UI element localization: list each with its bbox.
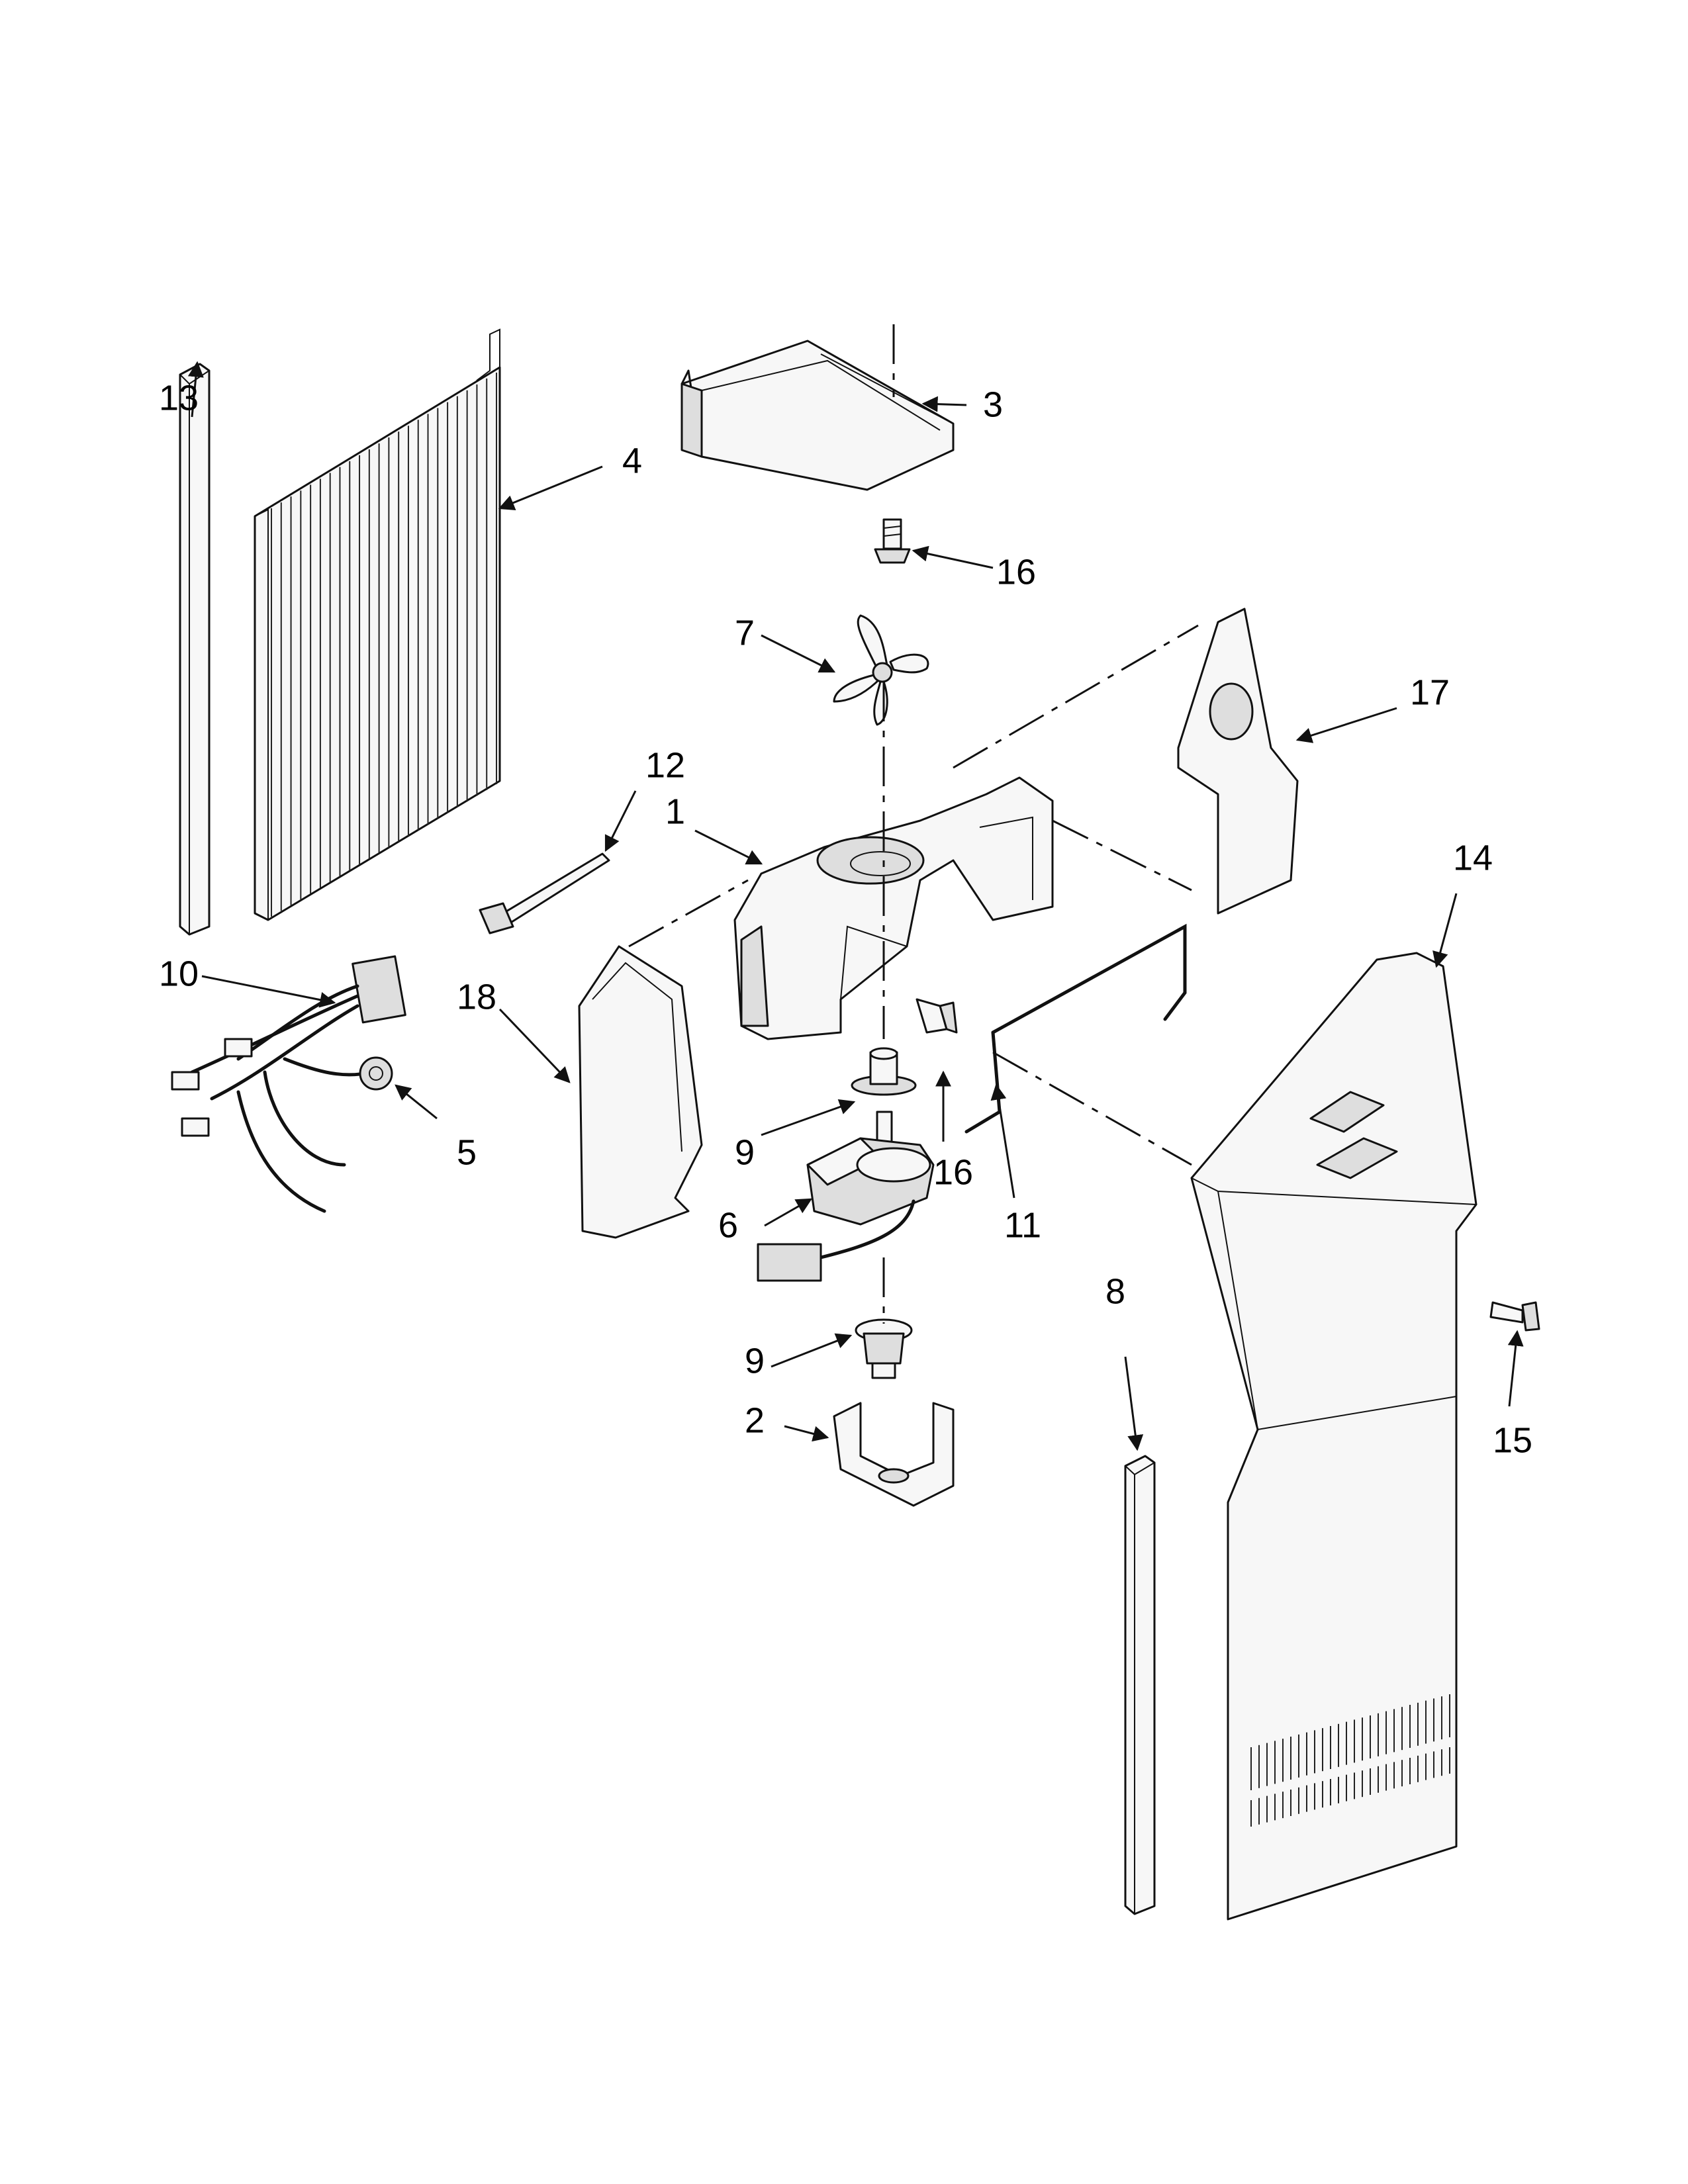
- leader-lines: [187, 361, 1524, 1451]
- callout-9-lower: 9: [745, 1341, 765, 1381]
- callout-12: 12: [645, 745, 685, 785]
- callout-5: 5: [457, 1132, 477, 1172]
- part-1-fan-housing: [733, 776, 1054, 1040]
- callout-17: 17: [1410, 672, 1450, 712]
- callout-2: 2: [745, 1400, 765, 1440]
- part-6-fan-motor: [757, 1111, 935, 1324]
- part-4-evaporator-cover: [254, 328, 501, 921]
- part-5-plug: [359, 1056, 393, 1091]
- callout-15: 15: [1493, 1420, 1532, 1460]
- callout-9-upper: 9: [735, 1132, 755, 1172]
- callout-11: 11: [1004, 1205, 1041, 1245]
- callout-16-upper: 16: [996, 552, 1036, 592]
- callout-8: 8: [1105, 1271, 1125, 1311]
- callout-7: 7: [735, 613, 755, 653]
- callout-18: 18: [457, 977, 496, 1017]
- assembly-lines: [628, 624, 1199, 1166]
- part-3-shroud-deflector: [680, 324, 955, 491]
- callout-13: 13: [159, 378, 199, 418]
- part-10-wire-harness: [171, 955, 406, 1213]
- callout-16-lower: 16: [933, 1152, 973, 1192]
- part-15-screw: [1489, 1301, 1540, 1332]
- callout-4: 4: [622, 441, 642, 480]
- part-16-screw-lower: [915, 998, 958, 1034]
- part-17-insulation-panel-right: [1177, 608, 1299, 915]
- part-7-fan-blade: [833, 614, 929, 726]
- part-16-screw-upper: [874, 518, 911, 564]
- callout-1: 1: [665, 792, 685, 831]
- callout-6: 6: [718, 1205, 738, 1245]
- part-2-motor-bracket: [833, 1402, 955, 1507]
- callout-14: 14: [1453, 838, 1493, 878]
- part-13-gasket-strip: [179, 363, 211, 936]
- part-9-grommet-upper: [851, 1047, 917, 1096]
- part-14-rear-cover: [1190, 952, 1477, 1921]
- part-9-grommet-lower: [855, 1318, 913, 1379]
- part-8-gasket-strip: [1124, 1455, 1156, 1915]
- callout-labels: 1 2 3 4 5 6 7 8 9 9 10 11 12 13 14 15 16…: [159, 378, 1532, 1460]
- callout-3: 3: [983, 385, 1003, 424]
- part-18-insulation-panel-left: [578, 945, 703, 1239]
- part-12-cable-tie: [479, 852, 610, 934]
- callout-10: 10: [159, 954, 199, 993]
